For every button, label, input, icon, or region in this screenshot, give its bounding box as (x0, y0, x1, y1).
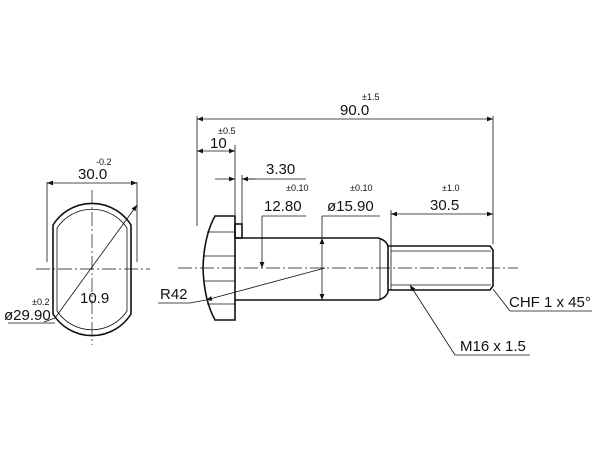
shank-diameter-tolerance: ±0.10 (350, 183, 372, 193)
thread-leader (409, 284, 456, 356)
thread-length-value: 30.5 (430, 197, 459, 214)
diameter-leader (54, 204, 138, 319)
shank-diameter-value: ø15.90 (327, 198, 374, 215)
thread-value: M16 x 1.5 (460, 338, 526, 355)
head-radius-leader (205, 267, 326, 301)
chamfer-value: CHF 1 x 45° (509, 294, 591, 311)
end-view-outline (52, 202, 132, 337)
bolt-shank (235, 237, 389, 301)
collar-value: 3.30 (266, 161, 295, 178)
radius-dim-tolerance: ±0.10 (286, 183, 308, 193)
head-height-value: 10 (210, 135, 227, 152)
length-value: 90.0 (340, 102, 369, 119)
side-view: ±1.5 90.0 ±0.5 10 3.30 ±0.10 12.80 ±0.10… (158, 92, 592, 356)
head-height-tolerance: ±0.5 (218, 126, 235, 136)
bolt-collar (234, 223, 243, 239)
width-tolerance: -0.2 (96, 157, 112, 167)
diameter-value: ø29.90 (4, 307, 51, 324)
head-radius-value: R42 (160, 286, 188, 303)
end-view: -0.2 30.0 ±0.2 ø29.90 10.9 (4, 157, 150, 345)
chamfer-leader (492, 288, 511, 312)
width-value: 30.0 (78, 166, 107, 183)
thread-length-tolerance: ±1.0 (442, 183, 459, 193)
grade-label: 10.9 (80, 290, 109, 307)
radius-dim-value: 12.80 (264, 198, 302, 215)
diameter-tolerance: ±0.2 (32, 297, 49, 307)
length-tolerance: ±1.5 (362, 92, 379, 102)
